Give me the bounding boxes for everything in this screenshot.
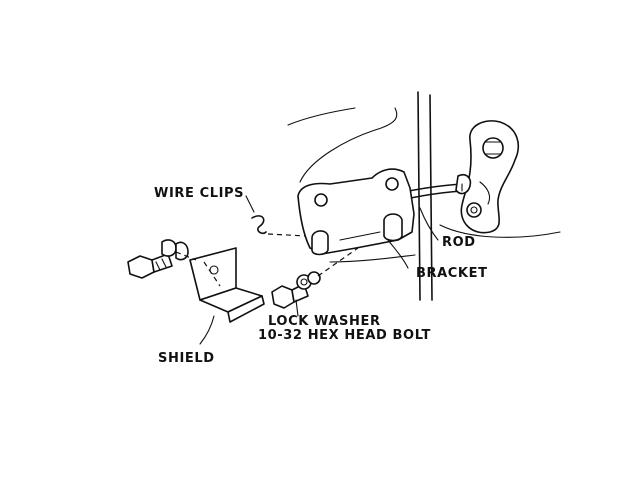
rod-label: ROD [442, 235, 476, 250]
lock-bracket [297, 168, 415, 256]
leader-lines [199, 195, 439, 345]
wire-clips-label: WIRE CLIPS [154, 186, 244, 201]
shield-label: SHIELD [158, 351, 215, 366]
hex-bolt-label: 10-32 HEX HEAD BOLT [258, 328, 431, 343]
shield-part [189, 247, 265, 323]
lock-washer-and-bolt [271, 247, 359, 309]
bracket-label: BRACKET [416, 266, 488, 281]
door-latch-plate [460, 120, 519, 234]
lock-washer-label: LOCK WASHER [268, 314, 381, 329]
left-hex-bolt [127, 239, 197, 279]
wire-clip [251, 215, 307, 237]
